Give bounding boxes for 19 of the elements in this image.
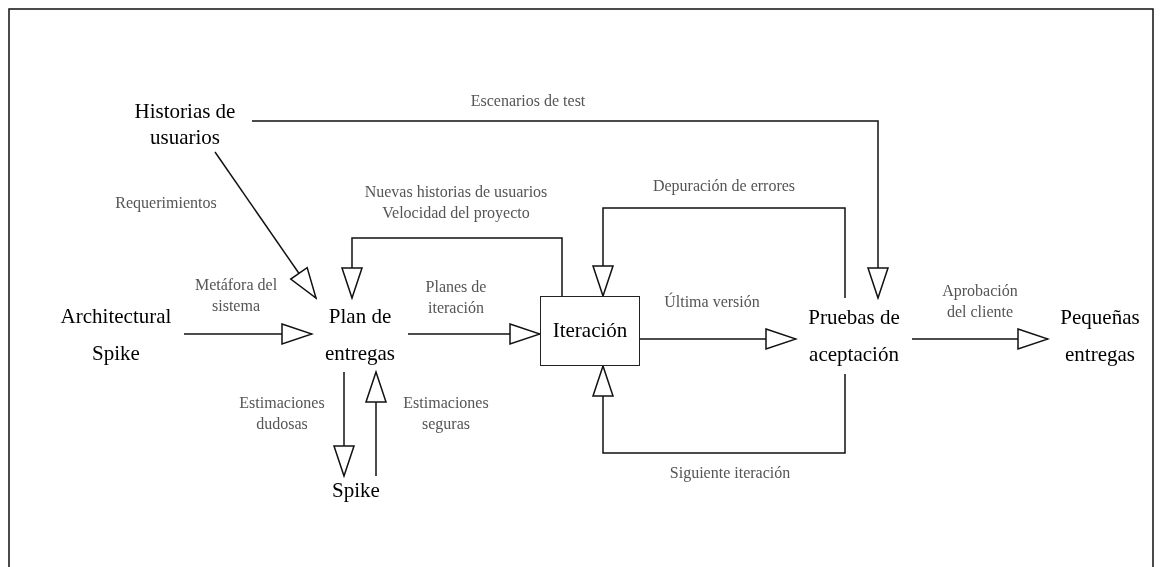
arrow — [365, 371, 387, 477]
process-label: Pequeñas entregas — [1048, 298, 1152, 374]
process-label: Architectural Spike — [48, 298, 184, 372]
arrow — [911, 328, 1049, 350]
process-label: Pruebas de aceptación — [796, 298, 912, 374]
arrow — [407, 323, 541, 345]
process-label: Spike — [326, 476, 386, 506]
arrow — [251, 120, 889, 299]
process-box — [540, 296, 640, 366]
node-text: Iteración — [552, 318, 628, 344]
arrow — [183, 323, 313, 345]
arrow — [592, 365, 846, 454]
process-label: Historias de usuarios — [118, 96, 252, 152]
arrow — [592, 207, 846, 299]
arrow — [341, 237, 563, 299]
process-label: Plan de entregas — [312, 298, 408, 372]
arrow — [639, 328, 797, 350]
arrow — [214, 151, 317, 299]
arrow — [333, 371, 355, 477]
